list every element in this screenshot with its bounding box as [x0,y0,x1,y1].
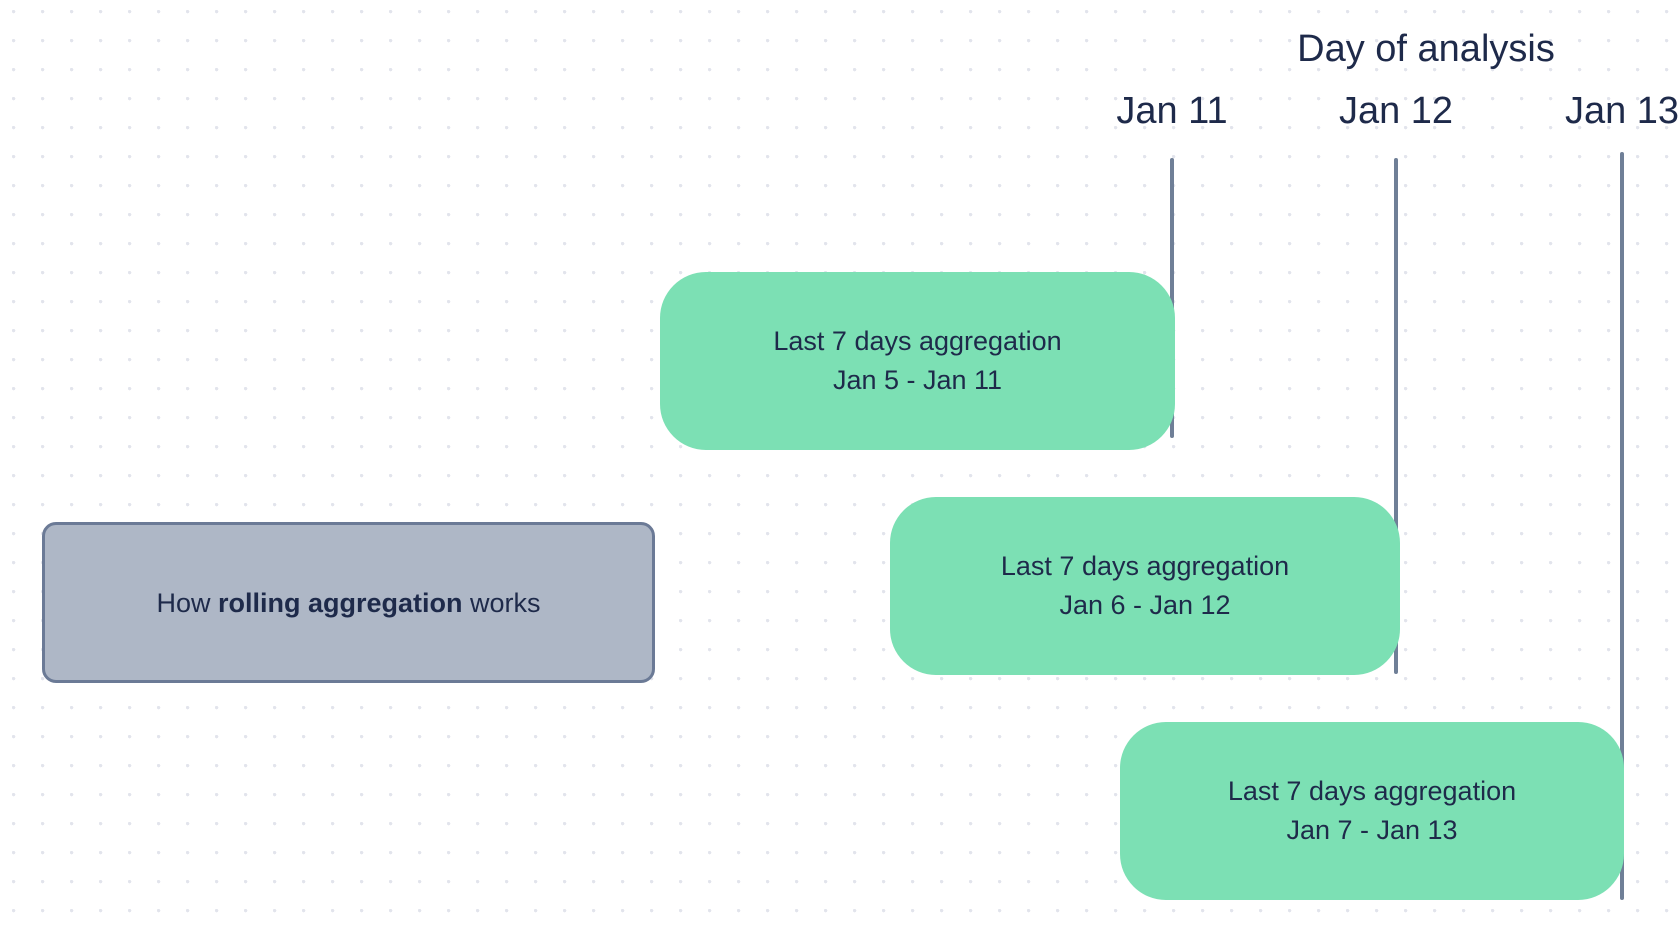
aggregation-box-title: Last 7 days aggregation [773,326,1062,356]
day-label-1: Jan 11 [1116,90,1228,132]
day-label-3: Jan 13 [1564,90,1678,132]
aggregation-box-range: Jan 5 - Jan 11 [832,365,1003,395]
caption-prefix: How [156,587,218,618]
page-title: Day of analysis [1297,28,1555,70]
aggregation-box-title: Last 7 days aggregation [1000,551,1290,581]
aggregation-box-range: Jan 6 - Jan 12 [1059,590,1231,620]
aggregation-box-title: Last 7 days aggregation [1227,776,1517,806]
caption-box: How rolling aggregation works [42,522,655,683]
caption-emphasis: rolling aggregation [217,587,463,618]
aggregation-box-range: Jan 7 - Jan 13 [1286,815,1458,845]
day-line-2 [1394,158,1398,674]
caption-suffix: works [462,587,541,618]
day-line-3 [1620,152,1624,900]
day-line-1 [1170,158,1174,438]
caption-text: How rolling aggregation works [156,585,540,621]
day-label-2: Jan 12 [1338,90,1454,132]
